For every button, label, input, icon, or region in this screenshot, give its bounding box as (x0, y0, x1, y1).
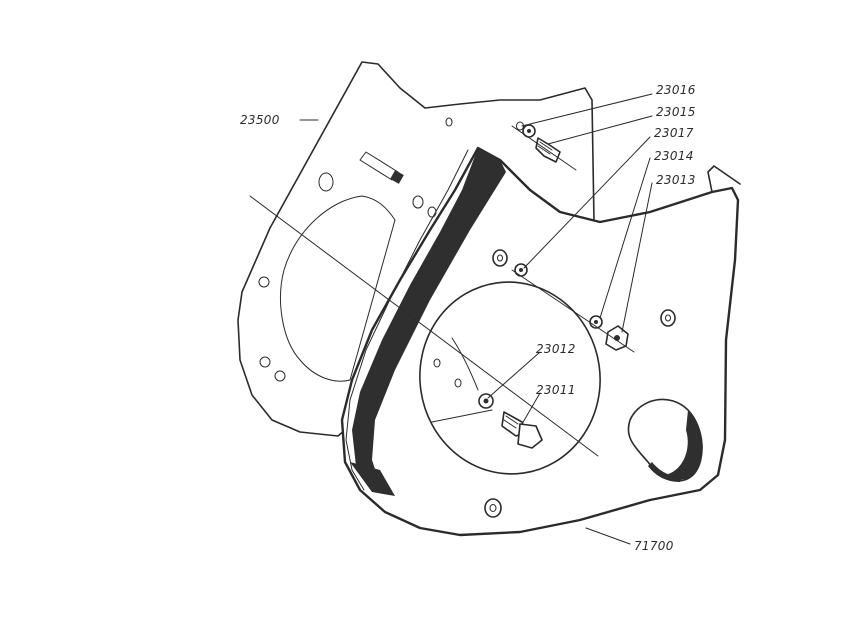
label-23015: 23015 (656, 105, 696, 119)
label-71700: 71700 (634, 539, 674, 553)
rear-plate (237, 61, 595, 437)
label-23017: 23017 (654, 126, 694, 140)
label-23011: 23011 (536, 383, 576, 397)
hardware-23012-23011 (478, 393, 543, 449)
label-23012: 23012 (536, 342, 576, 356)
label-23014: 23014 (654, 149, 694, 163)
hardware-23017 (514, 263, 528, 277)
leader-lines (299, 93, 653, 545)
front-cover (340, 146, 741, 537)
label-23500: 23500 (240, 113, 280, 127)
label-23016: 23016 (656, 83, 696, 97)
center-axes (249, 125, 635, 457)
part-labels: 23500 23016 23015 23017 23014 23013 2301… (240, 83, 696, 553)
label-23013: 23013 (656, 173, 696, 187)
